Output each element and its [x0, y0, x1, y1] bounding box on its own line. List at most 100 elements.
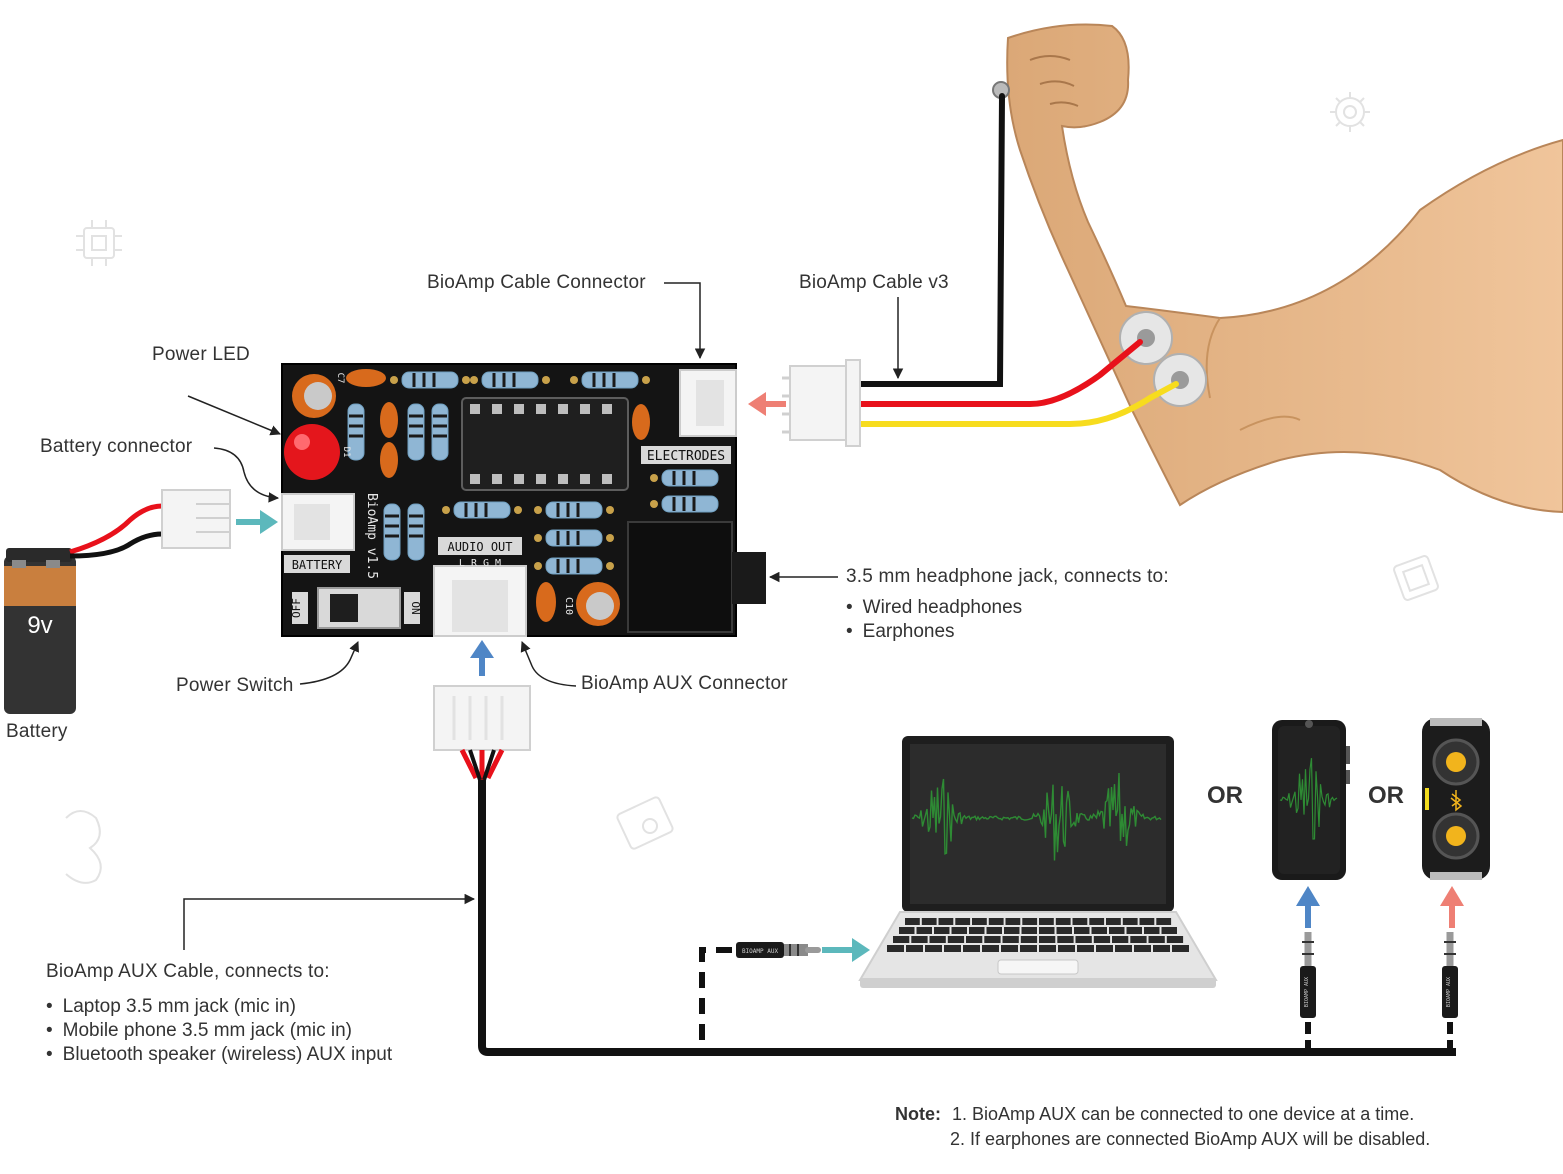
laptop-key — [1039, 936, 1056, 943]
laptop-key — [1153, 945, 1170, 952]
background-gear-icon — [1330, 92, 1370, 132]
laptop-key — [1077, 945, 1094, 952]
laptop-key — [1172, 945, 1189, 952]
headphone-item-1: Wired headphones — [846, 597, 1023, 619]
aux-item-2: Mobile phone 3.5 mm jack (mic in) — [46, 1020, 352, 1042]
laptop-key — [963, 945, 980, 952]
laptop-key — [1130, 936, 1147, 943]
laptop-key — [1093, 936, 1111, 943]
laptop-emg-waveform — [911, 772, 1162, 861]
laptop-key — [944, 945, 961, 952]
laptop-key — [1166, 936, 1184, 943]
note-heading: Note: — [895, 1104, 941, 1124]
aux-cable-laptop-branch — [699, 947, 736, 1040]
phone-emg-waveform — [1279, 758, 1338, 840]
laptop-key — [1161, 927, 1177, 934]
phone-jack-plug — [1300, 932, 1316, 1018]
laptop-key — [955, 918, 971, 925]
silk-battery: BATTERY — [292, 558, 343, 572]
laptop-key — [1055, 918, 1071, 925]
silk-audio-out: AUDIO OUT — [447, 540, 512, 554]
label-battery-connector: Battery connector — [40, 436, 193, 457]
label-bioamp-cable-connector: BioAmp Cable Connector — [427, 272, 646, 293]
laptop-key — [1039, 918, 1054, 925]
laptop-key — [1096, 945, 1113, 952]
electrode-pads — [992, 81, 1207, 407]
laptop-key — [1156, 918, 1172, 925]
laptop-key — [1148, 936, 1165, 943]
aux-item-3: Bluetooth speaker (wireless) AUX input — [46, 1044, 393, 1066]
laptop-jack-text: BIOAMP AUX — [742, 948, 779, 955]
laptop-keyboard — [887, 918, 1189, 952]
leader-lines — [183, 282, 904, 950]
label-bioamp-cable-v3: BioAmp Cable v3 — [799, 272, 949, 293]
speaker-jack-text: BIOAMP AUX — [1446, 977, 1452, 1007]
laptop-key — [929, 936, 946, 943]
laptop-jack-plug — [736, 942, 821, 958]
laptop-key — [1020, 945, 1037, 952]
silk-lrgm: L R G M — [459, 558, 501, 569]
mobile-phone — [1272, 720, 1350, 880]
laptop-key — [1072, 918, 1088, 925]
label-aux-cable: BioAmp AUX Cable, connects to: — [46, 961, 330, 982]
laptop-key — [1002, 936, 1019, 943]
background-cpu-icon — [1393, 555, 1439, 601]
note-line-2-row: 2. If earphones are connected BioAmp AUX… — [950, 1129, 1430, 1150]
laptop-key — [1022, 918, 1038, 925]
speaker-jack-plug — [1442, 932, 1458, 1018]
label-power-switch: Power Switch — [176, 675, 294, 696]
background-board-icon — [616, 796, 674, 850]
label-battery: Battery — [6, 721, 68, 742]
phone-jack-text: BIOAMP AUX — [1304, 977, 1310, 1007]
laptop-key — [1058, 945, 1075, 952]
laptop-key — [1039, 927, 1055, 934]
speaker-arrow-head — [1440, 886, 1464, 906]
laptop-key — [1115, 945, 1132, 952]
silk-board-name: BioAmp v1.5 — [364, 493, 379, 579]
laptop-key — [1057, 936, 1074, 943]
laptop-key — [1004, 927, 1020, 934]
silk-electrodes: ELECTRODES — [647, 449, 725, 464]
or-label-1: OR — [1207, 782, 1243, 809]
electrodes-arrow-head — [748, 392, 766, 416]
laptop-key — [986, 927, 1002, 934]
arm-illustration — [1006, 23, 1563, 514]
laptop-key — [925, 945, 942, 952]
laptop-key — [938, 918, 954, 925]
laptop-key — [969, 927, 985, 934]
label-bioamp-aux-connector: BioAmp AUX Connector — [581, 673, 788, 694]
laptop-key — [887, 945, 904, 952]
bioamp-cable-wires — [857, 93, 1179, 427]
silk-off: OFF — [290, 598, 303, 618]
silk-c10: C10 — [563, 597, 574, 615]
battery-voltage: 9v — [27, 612, 52, 639]
label-power-led: Power LED — [152, 344, 250, 365]
laptop-key — [1089, 918, 1105, 925]
aux-up-arrow-head — [470, 640, 494, 658]
laptop-key — [899, 927, 915, 934]
laptop-key — [1109, 927, 1125, 934]
note-line-2: 2. If earphones are connected BioAmp AUX… — [950, 1129, 1431, 1149]
laptop-key — [966, 936, 983, 943]
laptop-key — [921, 918, 937, 925]
laptop-key — [1075, 936, 1092, 943]
background-muscle-icon — [65, 810, 102, 884]
laptop-key — [1074, 927, 1090, 934]
laptop-key — [1021, 927, 1037, 934]
or-label-2: OR — [1368, 782, 1404, 809]
laptop-key — [1005, 918, 1021, 925]
laptop-key — [947, 936, 965, 943]
aux-item-1: Laptop 3.5 mm jack (mic in) — [46, 996, 296, 1018]
bluetooth-speaker — [1422, 718, 1490, 880]
laptop-key — [984, 936, 1001, 943]
silk-d1: D1 — [341, 447, 351, 458]
bluetooth-icon — [1450, 790, 1463, 812]
laptop-key — [1112, 936, 1129, 943]
battery-arrow-head — [260, 510, 278, 534]
laptop-key — [1020, 936, 1038, 943]
laptop-key — [972, 918, 987, 925]
battery-9v — [4, 548, 76, 714]
laptop-key — [911, 936, 928, 943]
laptop-key — [982, 945, 999, 952]
